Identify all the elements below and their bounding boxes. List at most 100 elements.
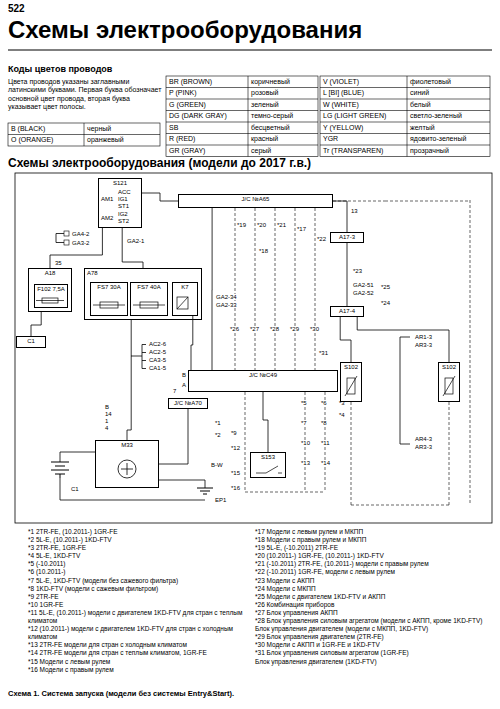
callout-number: *8 — [320, 420, 328, 426]
ground-symbol — [203, 494, 207, 495]
junction-connector: J/C №A70 — [168, 398, 208, 409]
connector-name: CA1-5 — [148, 365, 167, 371]
footnote-column: *17 Модели с левым рулем и МКПП*18 Модел… — [255, 528, 490, 666]
table-cell: светло-зеленый — [410, 112, 462, 120]
callout-number: *17 — [296, 226, 307, 232]
motor-symbol — [118, 460, 136, 478]
callout-number: *16 — [230, 485, 241, 491]
callout-number: *26 — [229, 326, 240, 332]
wire — [159, 409, 188, 464]
dashed-wire — [235, 200, 470, 505]
battery-symbol — [55, 466, 65, 467]
table-rule — [166, 99, 318, 100]
ground-symbol — [197, 488, 213, 494]
callout-number: *18 — [258, 248, 269, 254]
fuse: FS7 30A — [90, 282, 128, 316]
wire — [56, 201, 410, 500]
connector-mark — [64, 231, 69, 236]
battery-symbol — [51, 470, 69, 471]
wire — [142, 360, 146, 361]
wire — [191, 316, 193, 370]
pin-name: IG1 — [117, 196, 129, 202]
junction-connector: J/C №C49 — [188, 370, 338, 392]
ignition-switch: S121 — [98, 178, 142, 228]
footnote: *2 5L-E, (10.2011-) 1KD-FTV — [28, 536, 250, 544]
callout-number: *20 — [256, 222, 267, 228]
connector: C1 — [16, 336, 46, 348]
relay-coil — [177, 297, 188, 309]
wire — [142, 352, 146, 353]
footnote: *19 5L-E, (-10.2011) 2TR-FE — [255, 544, 490, 552]
component-label: S102 — [442, 363, 456, 371]
color-table — [8, 134, 160, 135]
wire — [357, 317, 449, 362]
wire — [31, 312, 41, 336]
callout-number: *7 — [300, 420, 308, 426]
table-cell: SB — [169, 124, 178, 132]
pin-name: ST1 — [117, 203, 130, 209]
callout-number: *12 — [230, 445, 241, 451]
footnote: *12 (10.2011-) модели с двигателем 1KD-F… — [28, 625, 250, 641]
callout-number: *21 — [276, 222, 287, 228]
dashed-wire — [351, 505, 449, 506]
table-cell: P (PINK) — [169, 89, 197, 97]
table-rule — [320, 87, 490, 88]
table-cell: фиолетовый — [410, 78, 451, 86]
footnote: *24 Модели с МКПП — [255, 585, 490, 593]
color-table — [166, 88, 490, 146]
component-label: F102 7,5A — [37, 285, 65, 293]
footnote: *8 1KD-FTV (модели с сажевым фильтром) — [28, 585, 250, 593]
part-name: C1 — [70, 486, 80, 492]
connector-name: AR3-3 — [414, 444, 433, 450]
callout-number: *15 — [230, 470, 241, 476]
dashed-wire — [351, 402, 352, 505]
component-label: A18 — [45, 269, 56, 277]
callout-number: *4 — [338, 412, 346, 418]
pin-name: ST2 — [117, 218, 130, 224]
wire-color: B-W — [210, 462, 224, 468]
color-table — [320, 76, 490, 157]
footnote: *13 2TR-FE модели для стран с холодным к… — [28, 641, 250, 649]
component-label: C1 — [27, 337, 35, 345]
callout-number: *14 — [320, 460, 331, 466]
footnote: *1 2TR-FE, (10.2011-) 1GR-FE — [28, 528, 250, 536]
connector-mark — [64, 231, 69, 245]
table-cell: черный — [87, 125, 111, 133]
figure-caption: Схема 1. Система запуска (модели без сис… — [8, 690, 234, 699]
table-rule — [320, 122, 490, 123]
page-number: 522 — [8, 3, 25, 15]
table-rule — [320, 99, 490, 100]
footnote: *16 Модели с правым рулем — [28, 666, 250, 674]
connector-name: GA2-51 — [352, 282, 375, 288]
table-cell: темно-серый — [251, 112, 293, 120]
pin-name: B — [181, 372, 187, 378]
schematic-frame — [15, 173, 492, 523]
motor-symbol — [127, 463, 128, 475]
callout-number: *10 — [300, 440, 311, 446]
table-cell: LG (LIGHT GREEN) — [323, 112, 386, 120]
footnote: *5 (-10.2011) — [28, 560, 250, 568]
rule-line — [8, 49, 492, 50]
pin-name: 4 — [104, 425, 109, 431]
component-label: S121 — [113, 179, 127, 187]
motor-symbol — [118, 460, 136, 478]
pin-name: ACC — [117, 189, 132, 195]
component-label: J/C №A70 — [174, 399, 202, 407]
callout-number: *28 — [269, 326, 280, 332]
component-label: A17-4 — [339, 307, 355, 315]
battery-symbol — [51, 462, 69, 463]
connector: A17-4 — [330, 306, 364, 317]
table-rule — [166, 87, 318, 88]
component-label: J/C №A65 — [242, 195, 270, 203]
callout-number: *31 — [318, 350, 329, 356]
footnote: *26 Комбинация приборов — [255, 601, 490, 609]
dashed-wire — [275, 208, 276, 370]
wire — [142, 345, 143, 369]
wire — [142, 193, 178, 201]
footnote: *11 5L-E, (10.2011-) модели с двигателем… — [28, 609, 250, 625]
wire — [333, 201, 347, 232]
switch-symbol — [256, 466, 282, 473]
table-cell: желтый — [410, 124, 435, 132]
pin-name: 7 — [172, 388, 177, 394]
component-label: S153 — [261, 453, 275, 461]
